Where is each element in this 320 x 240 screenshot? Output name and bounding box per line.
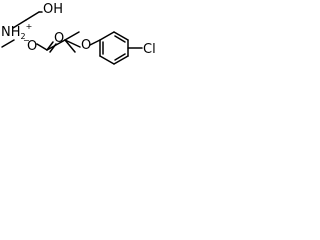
ring-bond-2: [113, 31, 129, 41]
bond-n-methyl: [1, 39, 15, 48]
ring-double-bond-a: [114, 35, 126, 43]
bond-quaternary-methyl-down: [64, 39, 76, 53]
ring-bond-4: [113, 55, 129, 65]
ring-bond-5: [99, 55, 115, 65]
benzene-ring: [89, 31, 129, 65]
nitrogen-text: NH: [1, 25, 21, 40]
nitrogen-charge: +: [26, 22, 33, 31]
nitrogen-label: NH2+: [1, 22, 32, 41]
quaternary-carbon: [64, 31, 81, 53]
amine-fragment: OH NH2+: [1, 2, 63, 48]
carboxylate-oxygen-label: O: [27, 39, 37, 54]
hydroxyl-label: OH: [43, 2, 63, 17]
chlorine-label: Cl: [143, 42, 156, 57]
carboxylate-fragment: O − O: [23, 31, 66, 54]
bond-carboxyl-c-quaternary-c: [46, 39, 66, 51]
carbonyl-oxygen-label: O: [54, 31, 64, 46]
carboxylate-charge: −: [23, 36, 30, 45]
bond-c1-c2: [25, 11, 40, 21]
ether-oxygen-label: O: [81, 38, 91, 53]
bond-ether-o-ring: [89, 39, 101, 46]
ring-double-bond-b: [114, 53, 126, 61]
bond-n-c1: [12, 19, 27, 29]
bond-o-carboxyl-c: [36, 43, 48, 51]
bond-quaternary-methyl-up: [64, 31, 80, 41]
chemical-structure: OH NH2+ O − O O Cl: [1, 2, 156, 65]
bond-quaternary-ether-o: [64, 39, 81, 48]
ring-bond-1: [99, 31, 115, 41]
hydrogen-subscript: 2: [21, 32, 26, 41]
